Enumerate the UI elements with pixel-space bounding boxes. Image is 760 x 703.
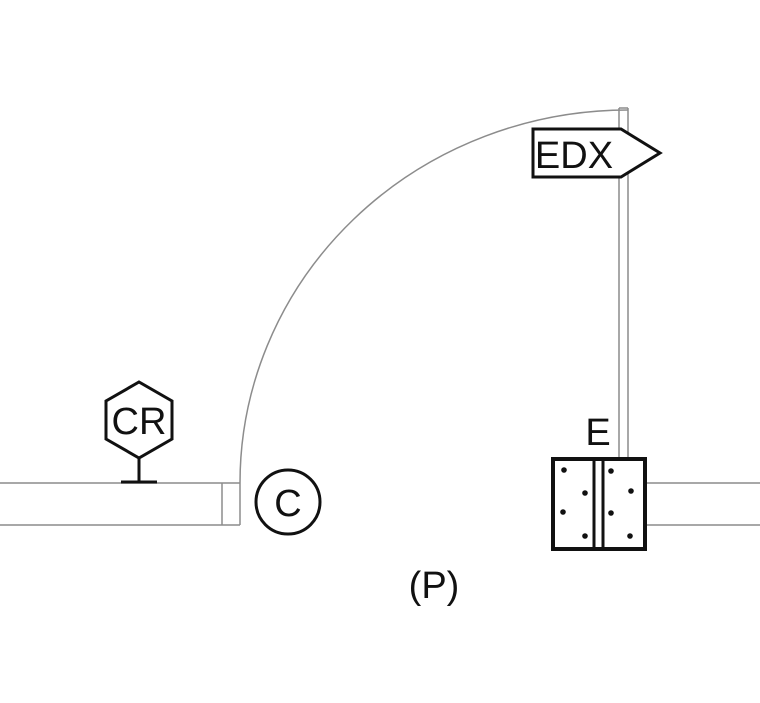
card-reader-label: CR (112, 401, 167, 443)
exit-device-label: EDX (535, 135, 613, 177)
circle-tag-icon (254, 468, 322, 536)
exit-device-symbol: EDX (531, 127, 663, 179)
door-type-label: (P) (409, 565, 460, 607)
arrow-tag-icon (531, 127, 663, 179)
closer-label: C (274, 483, 301, 525)
door-swing-arc (239, 109, 629, 484)
electric-hinge-label: E (585, 412, 610, 454)
right-wall (645, 482, 760, 526)
hinge-icon (551, 457, 647, 551)
closer-symbol: C (254, 468, 322, 536)
left-wall (0, 482, 241, 526)
card-reader-symbol: CR (104, 380, 174, 484)
